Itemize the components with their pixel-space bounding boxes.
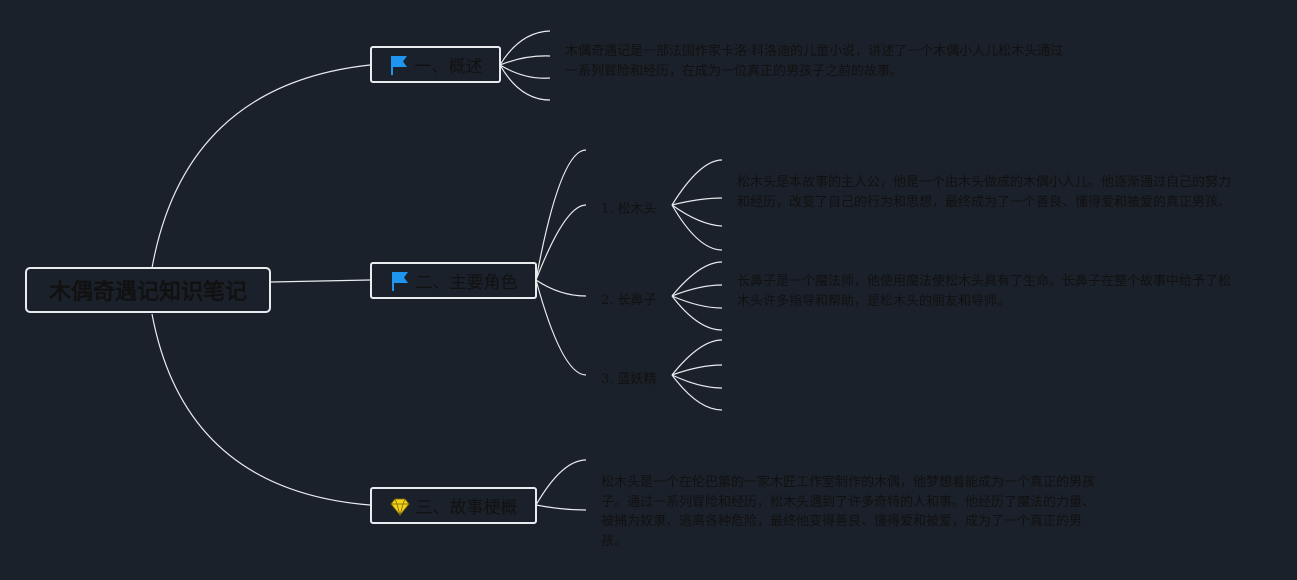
diamond-icon [389, 498, 410, 517]
character-changbizi[interactable]: 2. 长鼻子 [601, 293, 657, 308]
character-changbizi-note: 长鼻子是一个魔法师，他使用魔法使松木头具有了生命。长鼻子在整个故事中给予了松木头… [737, 274, 1232, 309]
topic-characters[interactable]: 二、主要角色 [370, 262, 537, 299]
character-songmutou[interactable]: 1. 松木头 [601, 202, 657, 217]
synopsis-note: 松木头是一个在伦巴第的一家木匠工作室制作的木偶，他梦想着能成为一个真正的男孩子。… [601, 475, 1096, 549]
topic-label: 三、故事梗概 [415, 498, 518, 518]
line-root-topic3 [151, 313, 371, 506]
topic-label: 二、主要角色 [415, 273, 518, 293]
character-lanyaojing[interactable]: 3. 蓝妖精 [601, 372, 657, 387]
root-topic[interactable]: 木偶奇遇记知识笔记 [25, 267, 271, 313]
line-root-topic1 [151, 64, 371, 269]
blue-flag-icon [391, 271, 408, 291]
overview-note: 木偶奇遇记是一部法国作家卡洛·科洛迪的儿童小说，讲述了一个木偶小人儿松木头通过一… [565, 44, 1064, 79]
blue-flag-icon [390, 55, 407, 75]
root-title: 木偶奇遇记知识笔记 [48, 280, 247, 305]
topic-overview[interactable]: 一、概述 [370, 46, 501, 83]
topic-synopsis[interactable]: 三、故事梗概 [370, 487, 537, 524]
character-songmutou-note: 松木头是本故事的主人公，他是一个由木头做成的木偶小人儿。他逐渐通过自己的努力和经… [737, 175, 1232, 210]
line-root-topic2 [270, 279, 371, 283]
topic-label: 一、概述 [414, 57, 483, 77]
